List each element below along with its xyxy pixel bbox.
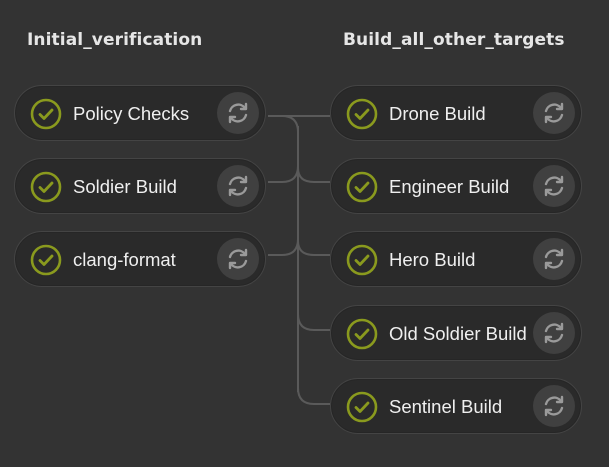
job-sentinel-build[interactable]: Sentinel Build xyxy=(330,378,582,434)
check-circle-icon xyxy=(30,244,62,276)
stage-title-initial-verification: Initial_verification xyxy=(27,30,203,50)
job-clang-format[interactable]: clang-format xyxy=(14,231,266,287)
retry-button[interactable] xyxy=(217,92,259,134)
check-circle-icon xyxy=(346,391,378,423)
job-name[interactable]: Hero Build xyxy=(389,249,476,270)
retry-button[interactable] xyxy=(533,385,575,427)
retry-icon xyxy=(228,248,248,270)
job-name[interactable]: Drone Build xyxy=(389,103,486,124)
connector-hero-build xyxy=(297,240,330,256)
connector-old-soldier-build xyxy=(297,313,330,331)
connector-soldier-build xyxy=(268,165,299,183)
connector-policy-checks xyxy=(268,115,299,133)
check-circle-icon xyxy=(346,318,378,350)
connector-clang-format xyxy=(268,238,299,256)
check-circle-icon xyxy=(346,244,378,276)
job-hero-build[interactable]: Hero Build xyxy=(330,231,582,287)
retry-button[interactable] xyxy=(533,165,575,207)
retry-icon xyxy=(228,175,248,197)
retry-icon xyxy=(544,395,564,417)
job-soldier-build[interactable]: Soldier Build xyxy=(14,158,266,214)
check-circle-icon xyxy=(30,171,62,203)
job-name[interactable]: Old Soldier Build xyxy=(389,323,527,344)
retry-icon xyxy=(544,248,564,270)
job-policy-checks[interactable]: Policy Checks xyxy=(14,85,266,141)
retry-button[interactable] xyxy=(533,312,575,354)
stage-title-build-all-other-targets: Build_all_other_targets xyxy=(343,30,565,50)
job-name[interactable]: Soldier Build xyxy=(73,176,177,197)
connector-engineer-build xyxy=(297,167,330,183)
job-name[interactable]: Sentinel Build xyxy=(389,396,503,417)
job-name[interactable]: Policy Checks xyxy=(73,103,190,124)
connector-sentinel-build xyxy=(297,387,330,405)
job-drone-build[interactable]: Drone Build xyxy=(330,85,582,141)
retry-icon xyxy=(544,175,564,197)
job-name[interactable]: clang-format xyxy=(73,249,176,270)
check-circle-icon xyxy=(346,171,378,203)
check-circle-icon xyxy=(30,98,62,130)
retry-button[interactable] xyxy=(217,238,259,280)
retry-icon xyxy=(228,102,248,124)
retry-icon xyxy=(544,102,564,124)
retry-icon xyxy=(544,322,564,344)
job-name[interactable]: Engineer Build xyxy=(389,176,510,197)
retry-button[interactable] xyxy=(533,238,575,280)
retry-button[interactable] xyxy=(533,92,575,134)
job-old-soldier-build[interactable]: Old Soldier Build xyxy=(330,305,582,361)
job-engineer-build[interactable]: Engineer Build xyxy=(330,158,582,214)
retry-button[interactable] xyxy=(217,165,259,207)
check-circle-icon xyxy=(346,98,378,130)
